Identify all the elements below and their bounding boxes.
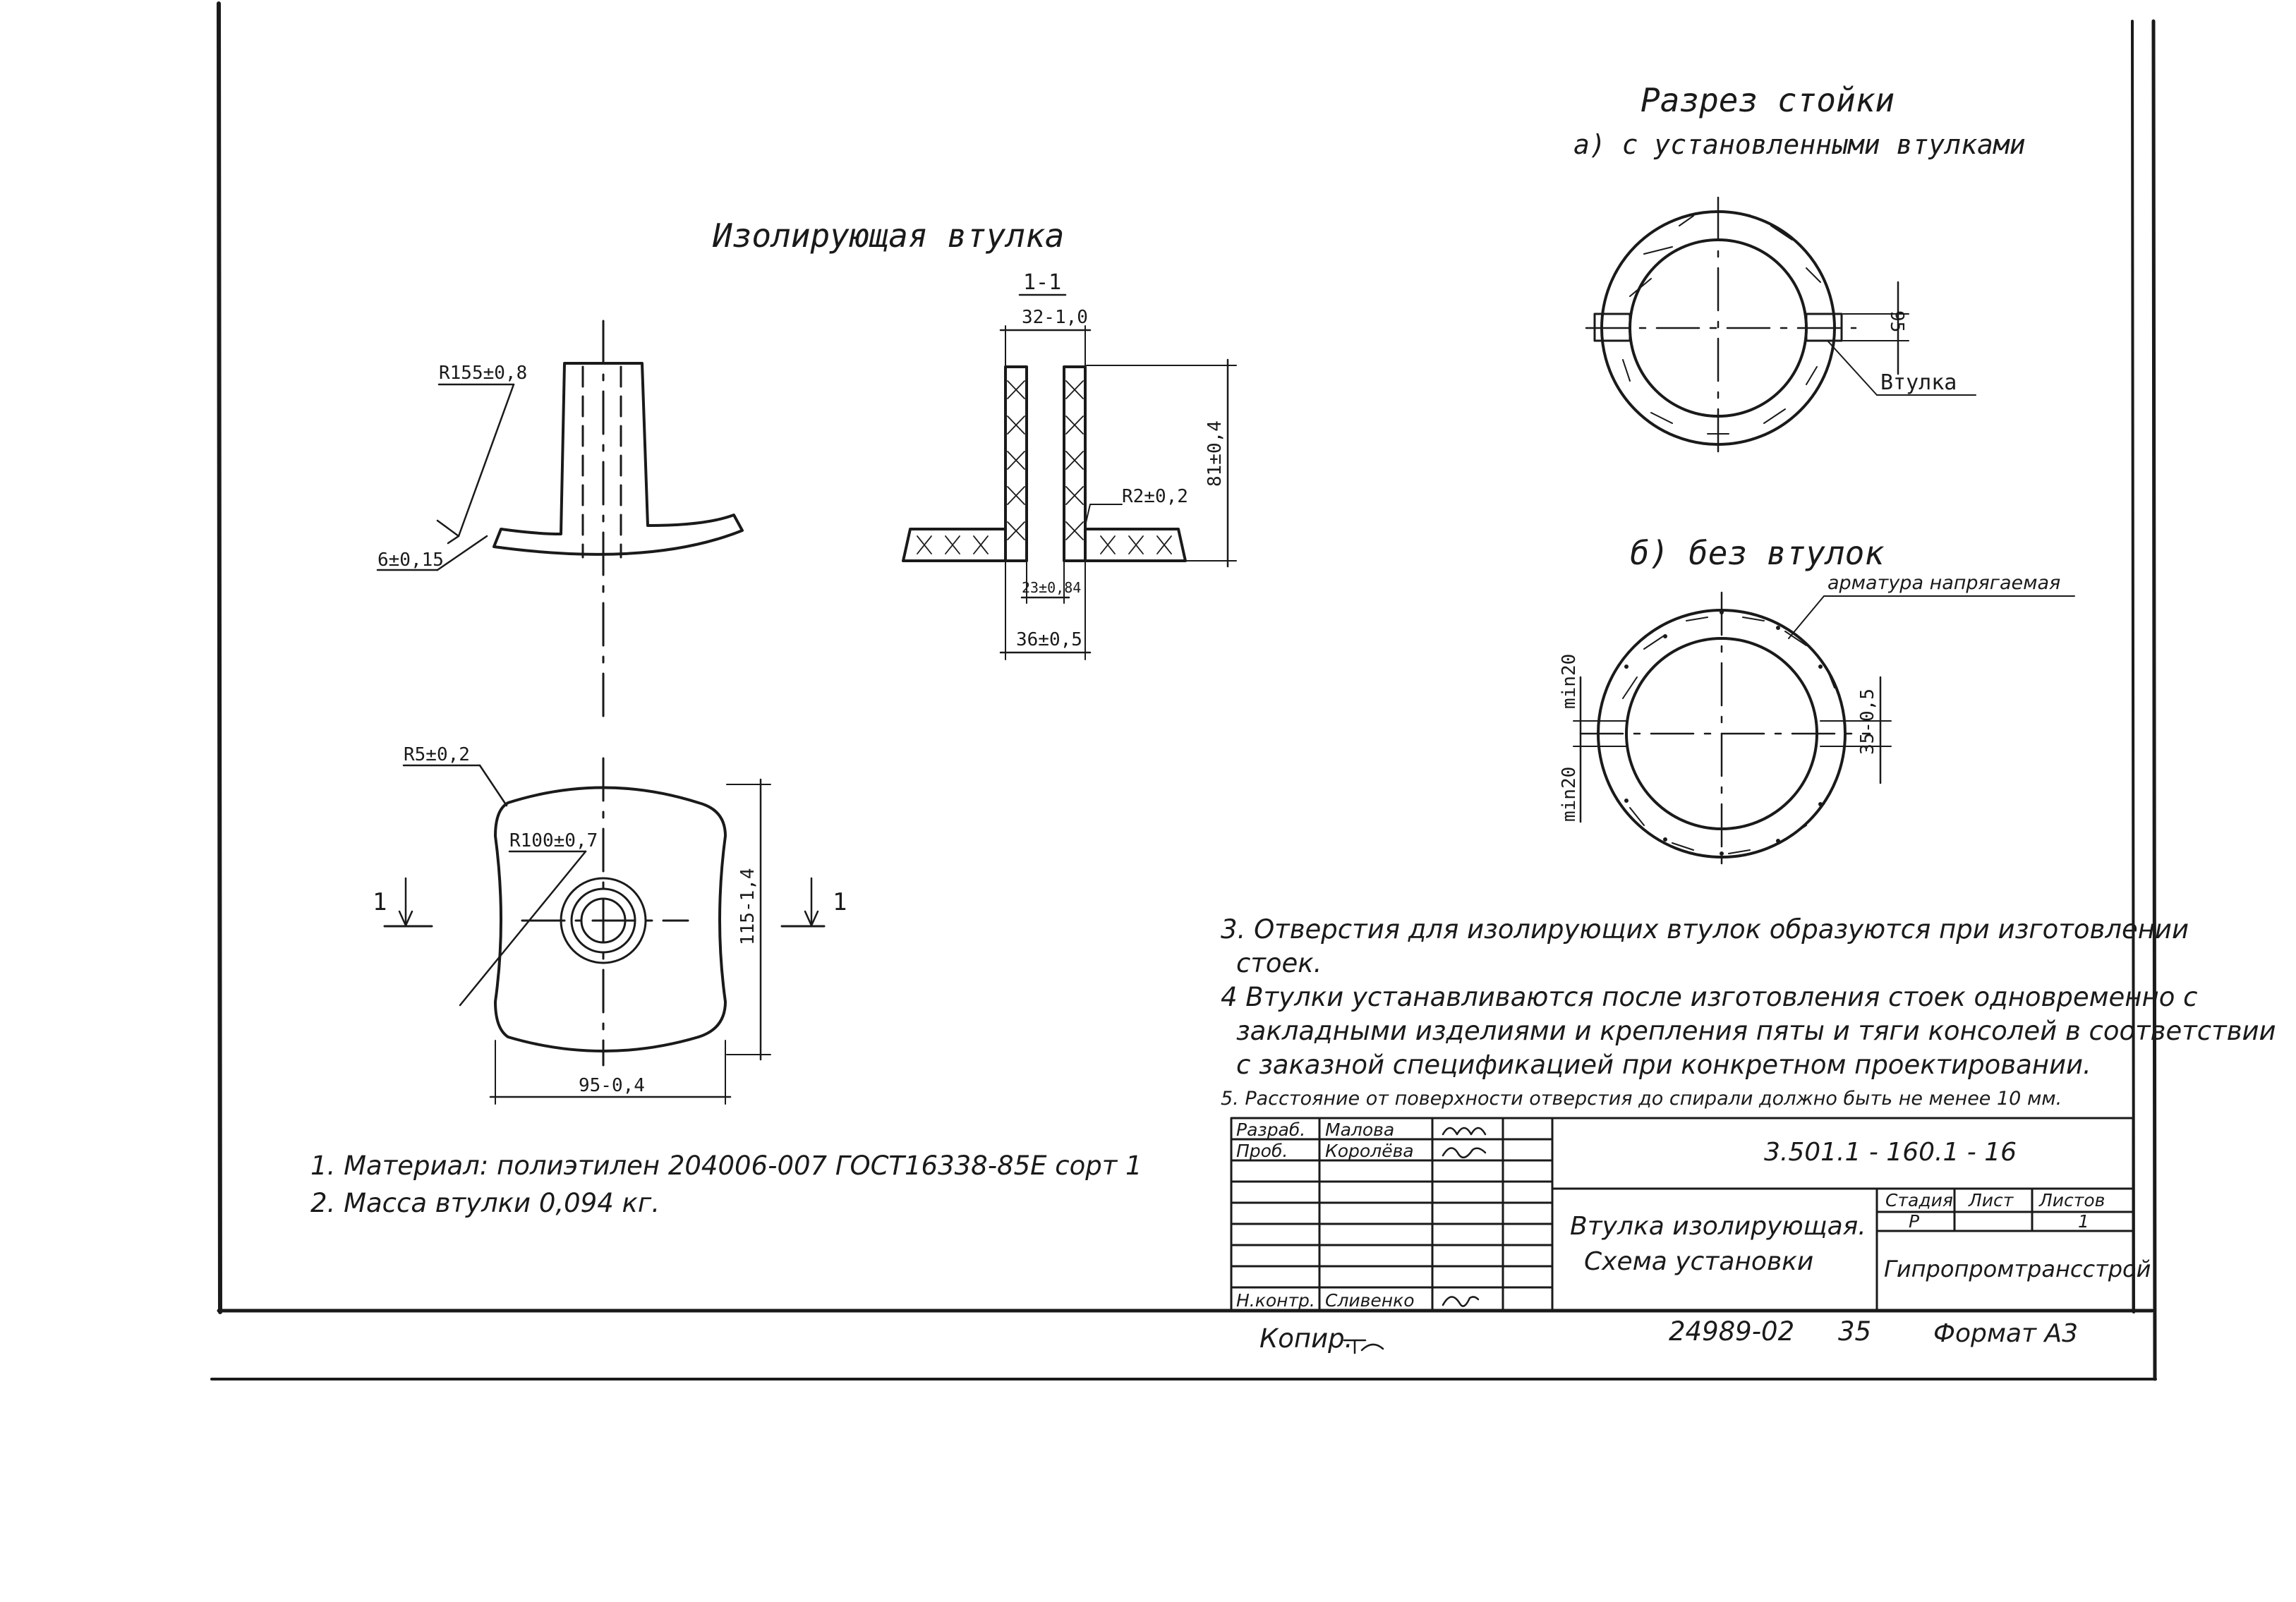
section-1-1: 1-1 32-1,0 81±0,4 R2±0,2 23±0,84 36±0,5 bbox=[902, 270, 1237, 660]
thickness-label: 6±0,15 bbox=[377, 550, 444, 571]
bushing-label: Втулка bbox=[1880, 370, 1957, 395]
bushing-title: Изолирующая втулка bbox=[712, 217, 1065, 255]
rebar-label: арматура напрягаемая bbox=[1827, 572, 2060, 594]
col-stage: Стадия bbox=[1885, 1190, 1953, 1210]
sheets-value: 1 bbox=[2078, 1211, 2089, 1232]
note-3-line-1: 3. Отверстия для изолирующих втулок обра… bbox=[1221, 914, 2189, 945]
side-radius-label: R100±0,7 bbox=[509, 830, 598, 851]
outer-dia-label: 36±0,5 bbox=[1016, 629, 1082, 650]
inner-radius-label: R2±0,2 bbox=[1122, 486, 1188, 507]
footer: Копир. 24989-02 35 Формат А3 bbox=[1259, 1316, 2078, 1354]
stamp-name-2: Королёва bbox=[1325, 1141, 1414, 1161]
top-width-label: 32-1,0 bbox=[1022, 307, 1088, 328]
note-1: 1. Материал: полиэтилен 204006-007 ГОСТ1… bbox=[310, 1151, 1142, 1181]
stamp-role-2: Проб. bbox=[1236, 1141, 1288, 1161]
dim-a-label: 95 bbox=[1886, 310, 1907, 332]
bushing-plan-view: R5±0,2 R100±0,7 115-1,4 95-0,4 1 1 bbox=[373, 744, 847, 1105]
corner-radius-label: R5±0,2 bbox=[404, 744, 470, 765]
copied-label: Копир. bbox=[1259, 1323, 1353, 1354]
signature-2 bbox=[1442, 1147, 1487, 1159]
variant-b-title: б) без втулок bbox=[1630, 534, 1884, 572]
note-5: 5. Расстояние от поверхности отверстия д… bbox=[1221, 1088, 2062, 1110]
signature-1 bbox=[1442, 1127, 1487, 1136]
note-3-line-2: стоек. bbox=[1236, 948, 1322, 978]
note-4-line-3: с заказной спецификацией при конкретном … bbox=[1236, 1050, 2091, 1080]
radius-top-label: R155±0,8 bbox=[439, 363, 527, 384]
doc-title-line-1: Втулка изолирующая. bbox=[1570, 1212, 1866, 1241]
inner-dia-label: 23±0,84 bbox=[1022, 579, 1081, 596]
copier-signature bbox=[1343, 1339, 1384, 1354]
doc-title-line-2: Схема установки bbox=[1584, 1247, 1813, 1276]
title-block: Разраб. Малова Проб. Королёва Н.контр. С… bbox=[1230, 1117, 2151, 1312]
height-label: 115-1,4 bbox=[737, 868, 759, 945]
organization: Гипропромтрансстрой bbox=[1884, 1256, 2151, 1282]
archive-number: 24989-02 bbox=[1669, 1316, 1794, 1347]
stamp-name-1: Малова bbox=[1325, 1119, 1394, 1140]
note-4-line-1: 4 Втулки устанавливаются после изготовле… bbox=[1221, 982, 2197, 1012]
stamp-role-1: Разраб. bbox=[1236, 1119, 1305, 1140]
doc-number: 3.501.1 - 160.1 - 16 bbox=[1764, 1138, 2017, 1167]
dim-b-label: 35-0,5 bbox=[1857, 688, 1878, 755]
col-sheet: Лист bbox=[1968, 1190, 2014, 1210]
stamp-role-3: Н.контр. bbox=[1236, 1290, 1315, 1311]
col-sheets: Листов bbox=[2038, 1190, 2105, 1210]
stage-value: Р bbox=[1909, 1211, 1920, 1232]
cut-mark-left: 1 bbox=[373, 888, 387, 916]
page-number: 35 bbox=[1838, 1316, 1871, 1347]
note-4-line-2: закладными изделиями и крепления пяты и … bbox=[1236, 1016, 2276, 1046]
section-label: 1-1 bbox=[1023, 270, 1061, 295]
notes-right: 3. Отверстия для изолирующих втулок обра… bbox=[1221, 914, 2276, 1110]
height-81-label: 81±0,4 bbox=[1204, 420, 1226, 487]
note-2: 2. Масса втулки 0,094 кг. bbox=[310, 1188, 660, 1218]
signature-3 bbox=[1442, 1296, 1480, 1307]
bushing-side-view: R155±0,8 6±0,15 bbox=[376, 320, 744, 728]
stamp-name-3: Сливенко bbox=[1325, 1290, 1415, 1311]
width-label: 95-0,4 bbox=[579, 1075, 645, 1096]
variant-a-title: а) с установленными втулками bbox=[1573, 129, 2026, 160]
dim-min-bottom: min20 bbox=[1559, 767, 1580, 822]
column-section-title: Разрез стойки bbox=[1641, 81, 1895, 119]
format-label: Формат А3 bbox=[1933, 1319, 2078, 1348]
column-section: Разрез стойки а) с установленными втулка… bbox=[1559, 81, 2075, 869]
dim-min-top: min20 bbox=[1559, 654, 1580, 709]
cut-mark-right: 1 bbox=[833, 888, 847, 916]
notes-left: 1. Материал: полиэтилен 204006-007 ГОСТ1… bbox=[310, 1151, 1142, 1218]
